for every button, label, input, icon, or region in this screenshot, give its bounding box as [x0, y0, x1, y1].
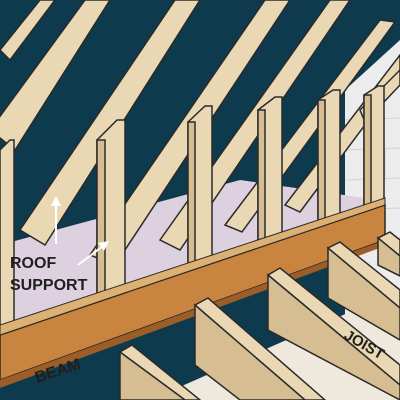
- stud-3-face: [257, 109, 266, 247]
- joist-5-side: [377, 236, 400, 277]
- stud-0: [0, 139, 15, 331]
- roof-support-arrows: [51, 196, 109, 266]
- rafter-2: [18, 0, 201, 247]
- roof-support-arrow-diagonal: [77, 245, 104, 266]
- joist-4-side: [327, 246, 400, 341]
- roof-support-label-line1: ROOF: [10, 255, 56, 272]
- roof-support-arrow-diagonal-head: [98, 241, 109, 251]
- stud-1-face: [96, 139, 106, 307]
- roof-support-label-line2: SUPPORT: [10, 277, 88, 294]
- joists: [118, 231, 400, 400]
- stud-4-face: [317, 99, 326, 227]
- stud-2-face: [187, 121, 196, 272]
- roof-support-arrow-up-head: [51, 196, 61, 206]
- stud-5-face: [363, 94, 372, 214]
- roof-support-studs: [0, 85, 385, 331]
- joist-1-side: [119, 350, 187, 400]
- brace-1: [0, 0, 56, 62]
- joist-2-side: [194, 303, 307, 400]
- joist-3-side: [267, 273, 400, 400]
